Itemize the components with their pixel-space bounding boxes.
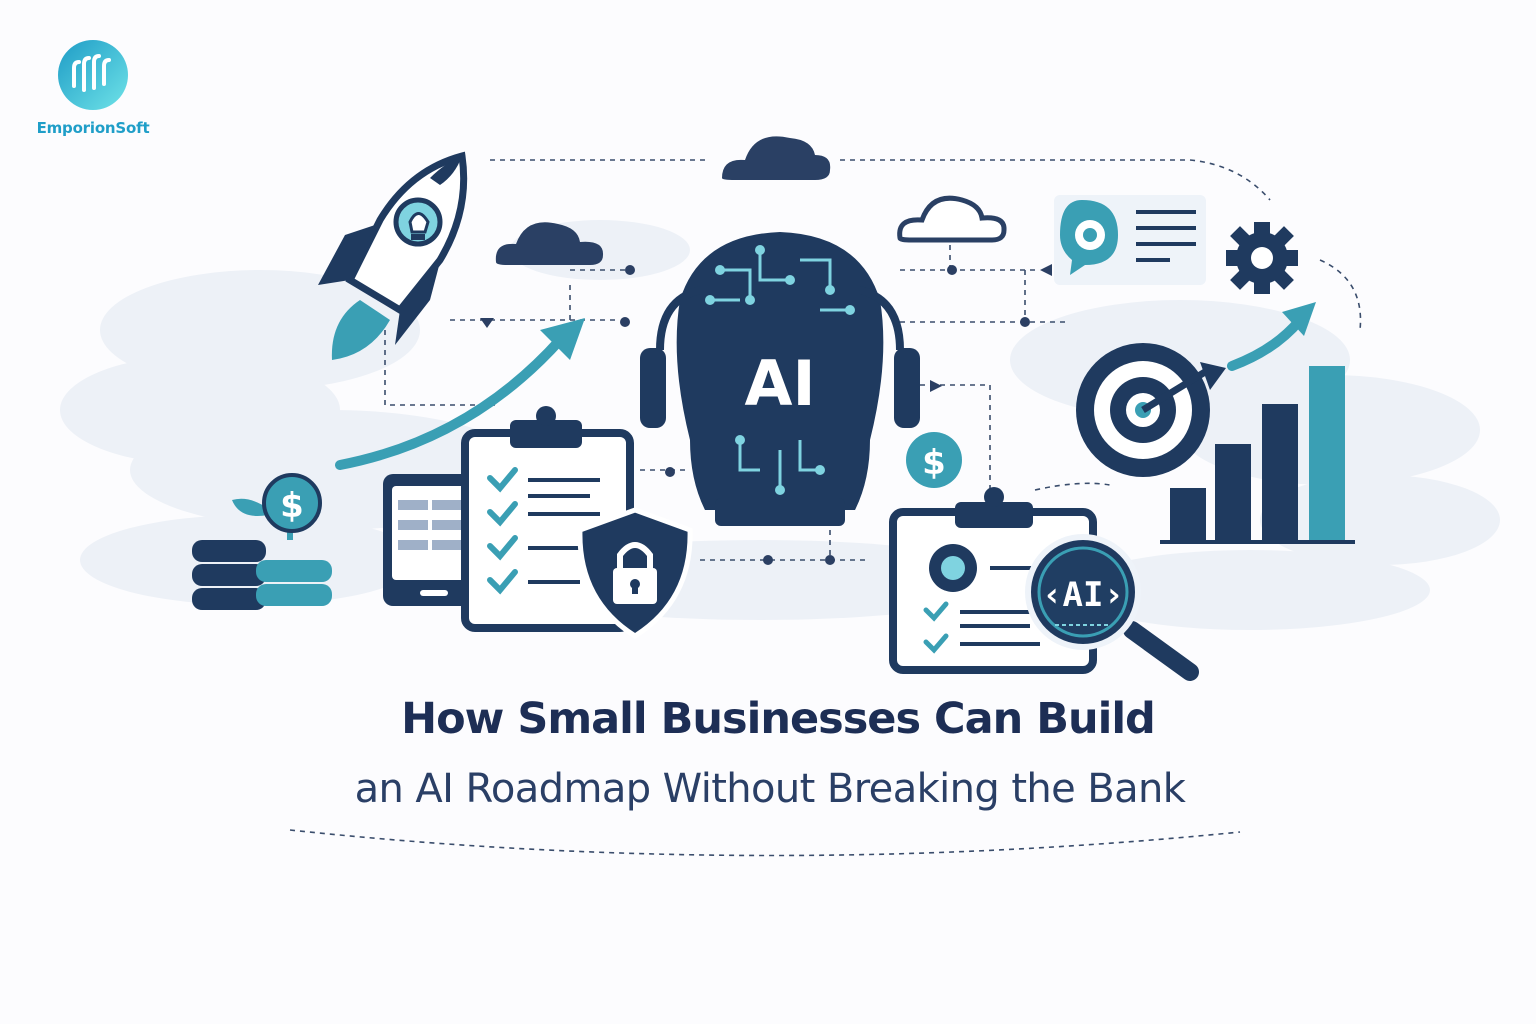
cloud-icon [495,222,604,265]
tablet-icon [383,474,485,606]
ai-head-icon: AI [640,232,920,526]
brand-name: EmporionSoft [36,119,150,137]
security-shield-icon [577,507,693,639]
magnifier-ai-icon: ‹AI› [1025,534,1199,681]
headline-line-2: an AI Roadmap Without Breaking the Bank [354,766,1186,812]
dollar-coin-icon: $ [906,432,962,488]
chat-gear-window-icon [1054,195,1206,285]
connector-dots [480,264,1052,565]
growth-arrow-icon [335,318,585,470]
cloud-icon [722,136,831,180]
dollar-symbol: $ [922,443,946,483]
dollar-coin-icon: $ [262,473,322,533]
bar-chart-icon [1160,366,1355,544]
cloud-outline-icon [897,195,1007,243]
ai-head-label: AI [744,347,815,420]
magnifier-label: ‹AI› [1042,575,1124,615]
bars-in-circle-logo-icon [58,40,128,110]
rocket-icon [318,151,468,360]
coin-stack-icon [192,498,332,610]
trend-arrow-icon [1227,302,1316,371]
brand-logo[interactable]: EmporionSoft [30,38,156,137]
target-icon [1076,343,1226,477]
headline-line-1: How Small Businesses Can Build [401,694,1156,744]
gear-icon [1226,222,1298,294]
dollar-symbol: $ [280,486,304,526]
